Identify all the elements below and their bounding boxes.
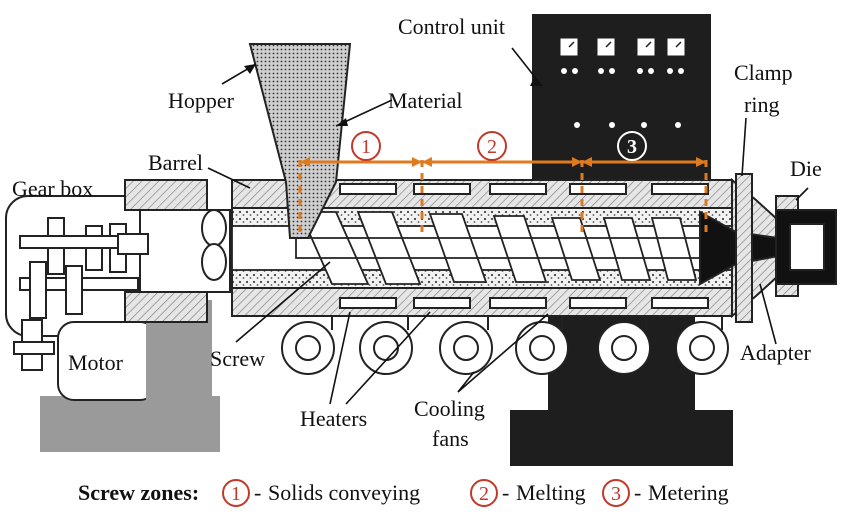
gear-box xyxy=(5,195,152,371)
legend-zone-1-name: Solids conveying xyxy=(268,480,420,505)
label-gear-box: Gear box xyxy=(12,176,93,201)
label-motor: Motor xyxy=(68,350,124,375)
legend-zone-1-sep: - xyxy=(254,480,261,505)
label-barrel: Barrel xyxy=(148,150,203,175)
legend-zone-3-number: 3 xyxy=(611,483,621,505)
label-ring: ring xyxy=(744,92,779,117)
legend: Screw zones: 1 - Solids conveying 2 - Me… xyxy=(78,479,729,507)
zone-3-number: 3 xyxy=(627,136,637,158)
label-material: Material xyxy=(388,88,463,113)
die-assembly xyxy=(699,173,837,323)
screw xyxy=(231,211,763,285)
zone-number-circles xyxy=(351,131,647,161)
legend-zone-2-sep: - xyxy=(502,480,509,505)
fan xyxy=(597,315,651,375)
label-hopper: Hopper xyxy=(168,88,235,113)
label-screw: Screw xyxy=(210,346,265,371)
legend-zone-1-number: 1 xyxy=(231,483,241,505)
zone-1-number: 1 xyxy=(361,136,371,158)
label-control-unit: Control unit xyxy=(398,14,505,39)
zone-2-number: 2 xyxy=(487,136,497,158)
fan xyxy=(675,315,729,375)
zone-arrowheads xyxy=(300,157,706,167)
label-heaters: Heaters xyxy=(300,406,367,431)
fan xyxy=(281,315,335,375)
cooling-fans xyxy=(281,315,729,375)
legend-zone-2-name: Melting xyxy=(516,480,586,505)
legend-zone-3-name: Metering xyxy=(648,480,729,505)
label-fans: fans xyxy=(432,426,469,451)
fan xyxy=(515,315,569,375)
heaters xyxy=(339,183,709,309)
leader-arrowheads xyxy=(244,64,542,126)
zone-markers xyxy=(298,160,708,238)
label-clamp: Clamp xyxy=(734,60,793,85)
legend-zone-3-sep: - xyxy=(634,480,641,505)
label-adapter: Adapter xyxy=(740,340,812,365)
label-cooling: Cooling xyxy=(414,396,485,421)
label-die: Die xyxy=(790,156,822,181)
legend-title: Screw zones: xyxy=(78,480,199,505)
fan xyxy=(439,315,493,375)
hopper xyxy=(248,43,352,239)
fan xyxy=(359,315,413,375)
legend-zone-2-number: 2 xyxy=(479,483,489,505)
